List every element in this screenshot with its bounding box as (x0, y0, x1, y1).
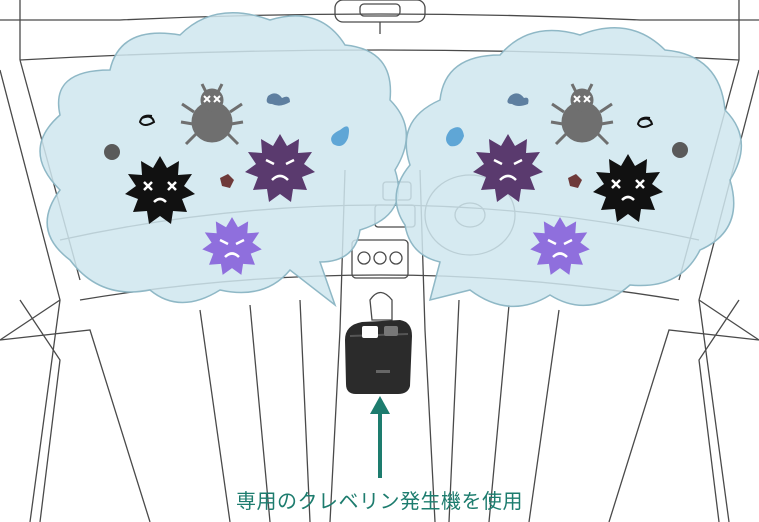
water-drop-icon (331, 126, 349, 146)
water-drop-icon (446, 127, 464, 147)
dizzy-spiral-icon (138, 114, 156, 126)
caption-text: 専用のクレベリン発生機を使用 (236, 489, 523, 513)
left-germ-cloud (39, 11, 407, 308)
dust-particle-icon (568, 174, 582, 188)
dust-particle-icon (104, 144, 120, 160)
dust-particle-icon (220, 174, 234, 188)
dizzy-spiral-icon (636, 116, 654, 128)
smudge-icon (266, 93, 290, 106)
dust-particle-icon (672, 142, 688, 158)
germ-black-face (143, 181, 177, 203)
right-germ-cloud (395, 27, 742, 307)
arrow-up-icon (370, 396, 390, 478)
smudge-icon (507, 93, 529, 106)
clevelin-generator-icon (345, 320, 412, 394)
